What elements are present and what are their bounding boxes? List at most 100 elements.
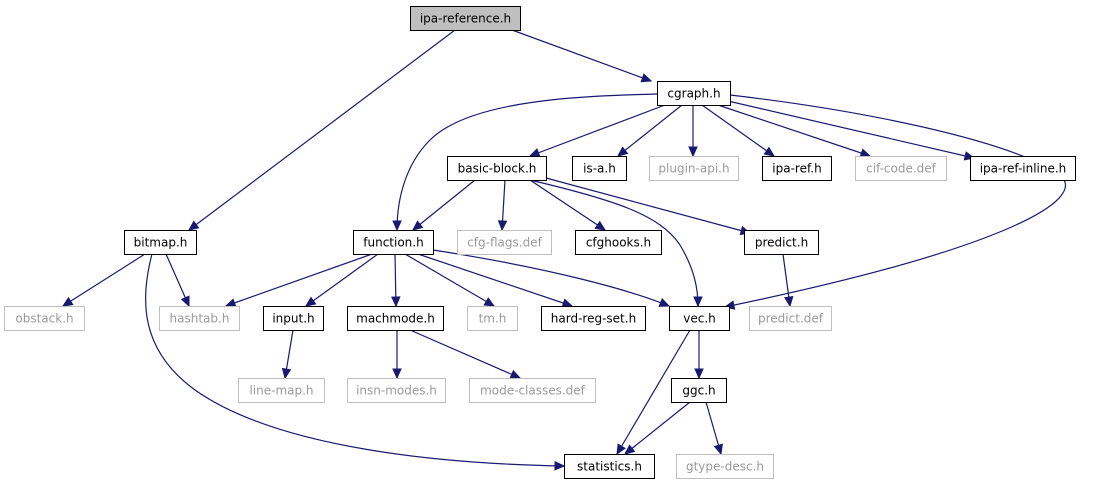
node-bitmap[interactable]: bitmap.h (124, 230, 197, 255)
edge-ipa-reference-to-bitmap (188, 29, 456, 231)
node-cfg-flags[interactable]: cfg-flags.def (457, 230, 552, 255)
node-plugin-api[interactable]: plugin-api.h (649, 156, 739, 181)
edge-cgraph-to-is-a (617, 104, 683, 157)
node-label: cgraph.h (667, 87, 720, 101)
node-hashtab[interactable]: hashtab.h (159, 306, 240, 331)
node-box (4, 306, 85, 331)
arrowhead (188, 220, 200, 231)
node-label: ipa-ref.h (772, 162, 821, 176)
node-box (762, 156, 832, 181)
node-label: basic-block.h (458, 162, 537, 176)
node-label: machmode.h (356, 312, 435, 326)
node-label: obstack.h (15, 312, 73, 326)
node-box (669, 306, 730, 331)
node-ipa-ref-inline[interactable]: ipa-ref-inline.h (970, 156, 1076, 181)
node-hard-reg-set[interactable]: hard-reg-set.h (541, 306, 646, 331)
edge-function-to-hashtab (224, 253, 373, 308)
edge-function-to-tm (404, 253, 496, 307)
node-label: statistics.h (577, 460, 642, 474)
node-cfghooks[interactable]: cfghooks.h (575, 230, 662, 255)
arrowhead (616, 443, 626, 456)
arrowhead (693, 296, 703, 308)
arrowhead (554, 461, 566, 471)
node-box (575, 230, 662, 255)
node-box (855, 156, 947, 181)
node-label: cfg-flags.def (467, 236, 542, 250)
node-box (124, 230, 197, 255)
node-label: is-a.h (583, 162, 616, 176)
arrowhead (391, 296, 401, 308)
node-box (671, 378, 727, 403)
edge-basic-block-to-cfg-flags (497, 179, 508, 232)
edge-ipa-reference-to-cgraph (511, 29, 653, 83)
arrowhead (412, 220, 424, 231)
node-box (347, 378, 446, 403)
arrowhead (713, 443, 723, 456)
arrowhead (224, 298, 237, 308)
node-gtype-desc[interactable]: gtype-desc.h (676, 454, 774, 479)
node-is-a[interactable]: is-a.h (572, 156, 627, 181)
node-box (238, 378, 325, 403)
node-function[interactable]: function.h (353, 230, 434, 255)
node-box (676, 454, 774, 479)
node-predict-def[interactable]: predict.def (749, 306, 832, 331)
node-input[interactable]: input.h (263, 306, 324, 331)
edge-function-to-input (305, 253, 379, 307)
edge-cgraph-to-function (392, 93, 658, 232)
nodes-layer: ipa-reference.h cgraph.h bitmap.h basic-blo… (4, 6, 1076, 479)
node-label: hashtab.h (170, 312, 230, 326)
node-label: gtype-desc.h (686, 460, 764, 474)
node-label: ipa-reference.h (420, 12, 511, 26)
arrowhead (624, 444, 636, 455)
arrowhead (763, 146, 776, 157)
node-ipa-ref[interactable]: ipa-ref.h (762, 156, 832, 181)
arrowhead (305, 296, 317, 307)
edge-ggc-to-gtype-desc (705, 401, 723, 456)
arrowhead (180, 295, 190, 308)
edge-cgraph-to-cif-code (717, 104, 872, 158)
node-predict[interactable]: predict.h (744, 230, 819, 255)
node-label: hard-reg-set.h (551, 312, 636, 326)
node-label: ggc.h (682, 384, 715, 398)
node-label: vec.h (683, 312, 716, 326)
edge-predict-to-predict-def (782, 253, 794, 308)
edge-cgraph-to-basic-block (528, 104, 666, 158)
node-ipa-reference[interactable]: ipa-reference.h (410, 6, 521, 31)
node-obstack[interactable]: obstack.h (4, 306, 85, 331)
node-ggc[interactable]: ggc.h (671, 378, 727, 403)
node-insn-modes[interactable]: insn-modes.h (347, 378, 446, 403)
arrowhead (561, 298, 574, 308)
node-box (970, 156, 1076, 181)
node-box (749, 306, 832, 331)
edge-bitmap-to-statistics (144, 253, 566, 471)
node-cgraph[interactable]: cgraph.h (657, 81, 731, 106)
node-basic-block[interactable]: basic-block.h (447, 156, 547, 181)
node-label: cif-code.def (866, 162, 937, 176)
node-box (467, 306, 518, 331)
node-box (263, 306, 324, 331)
node-label: input.h (272, 312, 314, 326)
node-statistics[interactable]: statistics.h (564, 454, 655, 479)
node-box (469, 378, 596, 403)
node-label: line-map.h (249, 384, 313, 398)
edge-machmode-to-insn-modes (392, 330, 402, 380)
arrowhead (594, 220, 607, 231)
node-tm[interactable]: tm.h (467, 306, 518, 331)
edge-vec-to-statistics (616, 329, 691, 456)
edge-cgraph-to-plugin-api (688, 105, 698, 158)
node-box (447, 156, 547, 181)
node-mode-classes[interactable]: mode-classes.def (469, 378, 596, 403)
node-cif-code[interactable]: cif-code.def (855, 156, 947, 181)
node-machmode[interactable]: machmode.h (347, 306, 444, 331)
node-box (410, 6, 521, 31)
edge-cgraph-to-vec (723, 94, 1066, 310)
edge-bitmap-to-obstack (61, 253, 146, 307)
arrowhead (509, 369, 522, 379)
node-box (541, 306, 646, 331)
node-line-map[interactable]: line-map.h (238, 378, 325, 403)
node-label: insn-modes.h (356, 384, 437, 398)
arrowhead (617, 146, 629, 157)
node-vec[interactable]: vec.h (669, 306, 730, 331)
arrowhead (483, 297, 496, 307)
